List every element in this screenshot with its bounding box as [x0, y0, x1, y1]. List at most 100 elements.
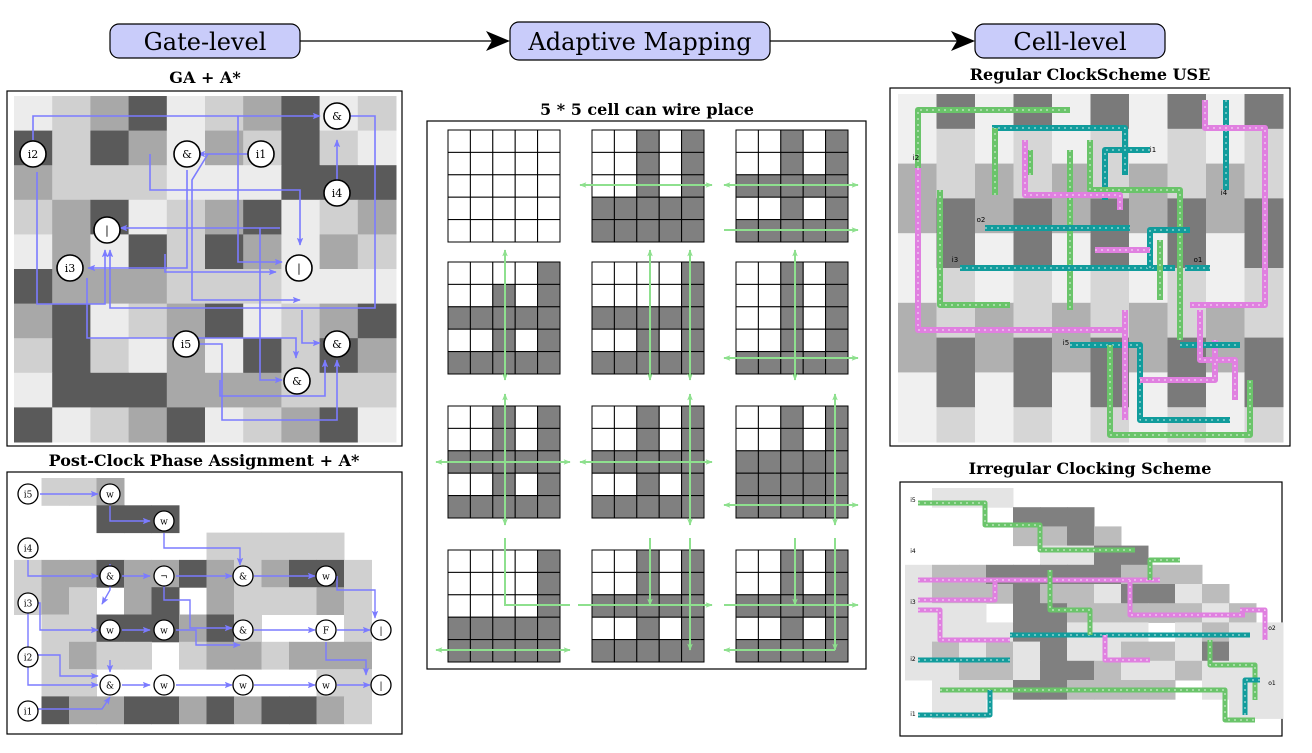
tile-cell [735, 495, 759, 519]
pc-node-circle [232, 619, 254, 641]
clock-zone-cell [905, 641, 933, 662]
clock-zone-cell [975, 337, 1014, 373]
ga-node-circle [19, 140, 47, 168]
clock-zone-cell [166, 96, 206, 132]
pc-node-label: i5 [24, 491, 33, 501]
clock-zone-cell [14, 407, 53, 443]
tile-cell [591, 151, 615, 176]
clock-zone-cell [261, 559, 290, 588]
post-clock-wire [27, 560, 99, 580]
tile-cell [591, 283, 615, 308]
tile-cell [469, 261, 494, 285]
tile-cell [469, 571, 494, 596]
tile-cell [537, 151, 561, 176]
post-clock-panel-title: Post-Clock Phase Assignment + A* [49, 451, 360, 470]
tile-cell [613, 571, 638, 596]
pc-node-and3: & [232, 619, 254, 641]
clock-zone-cell [357, 407, 397, 443]
pc-node-w5: w [153, 619, 175, 641]
tile-cell [658, 129, 683, 153]
clock-zone-cell [243, 269, 282, 305]
tile-cell [825, 151, 849, 176]
clock-zone-cell [932, 660, 960, 681]
clock-zone-cell [1206, 268, 1245, 304]
clock-zone-cell [936, 337, 976, 373]
ga-node-and-bottom: & [283, 367, 311, 395]
tile-cell [681, 196, 705, 221]
clock-zone-cell [1040, 622, 1068, 643]
tile-cell [492, 151, 516, 176]
clock-zone-cell [243, 165, 282, 201]
ga-wire [259, 228, 283, 384]
ga-node-label: | [105, 224, 109, 238]
pc-node-circle [17, 537, 39, 559]
ga-wire [237, 116, 283, 266]
tile-cell [636, 219, 660, 243]
clock-zone-cell [52, 338, 91, 374]
tile-cell [735, 427, 759, 452]
clock-zone-cell [959, 622, 987, 643]
wire-cell-marks [1049, 570, 1091, 635]
ga-wire [87, 170, 188, 272]
tile-cell [780, 549, 804, 573]
clock-zone-cell [124, 505, 152, 534]
tile-cell [658, 639, 683, 663]
stage-label-gate-level: Gate-level [144, 28, 267, 56]
pc-node-w6: w [153, 674, 175, 696]
pc-node-circle [99, 565, 121, 587]
wire-cell-marks [1104, 635, 1150, 661]
tile-cell [636, 328, 660, 353]
clock-zone-cell [1129, 302, 1168, 339]
tile-cell [469, 219, 494, 243]
ga-node-circle [173, 140, 201, 168]
wire-tile-6 [735, 261, 849, 375]
tile-cell [681, 306, 705, 330]
clock-zone-cell [90, 407, 130, 443]
tile-cell [757, 495, 782, 519]
clock-zone-cell [96, 696, 125, 725]
pc-node-label: w [160, 682, 168, 692]
tile-cell [825, 129, 849, 153]
wire-cell-marks [1140, 340, 1216, 381]
ga-node-label: i3 [65, 262, 76, 275]
pc-node-i2: i2 [17, 646, 39, 668]
clock-zone-cell [90, 372, 130, 408]
mapping-panel [426, 120, 867, 670]
clock-zone-cell [41, 478, 70, 506]
clock-zone-cell [1013, 641, 1041, 662]
clock-zone-cell [986, 641, 1014, 662]
tile-cell [735, 405, 759, 429]
pc-node-label: ¬ [160, 573, 168, 583]
clock-zone-cell [166, 269, 206, 305]
ga-node-label: i4 [332, 187, 343, 200]
post-clock-wire [28, 654, 99, 680]
clock-zone-cell [14, 234, 53, 270]
ga-node-circle [323, 330, 351, 358]
tile-cell [780, 405, 804, 429]
tile-cell [613, 196, 638, 221]
pc-node-label: & [106, 573, 114, 583]
ga-node-circle [323, 102, 351, 130]
tile-cell [802, 351, 827, 375]
ga-node-label: | [297, 262, 301, 276]
clock-zone-cell [1094, 526, 1122, 547]
wire-cell-marks [1199, 310, 1236, 400]
tile-cell [447, 306, 471, 330]
tile-cell [825, 405, 849, 429]
pc-node-circle [315, 619, 337, 641]
clock-zone-cell [128, 303, 168, 339]
clock-zone-cell [1148, 641, 1176, 662]
clock-zone-cell [206, 641, 235, 670]
clock-zone-cell [932, 603, 960, 623]
tile-cell [537, 571, 561, 596]
wire-cell-marks [1104, 149, 1150, 200]
clock-zone-cell [52, 96, 91, 132]
clock-zone-cell [69, 559, 97, 588]
tile-cell [613, 219, 638, 243]
tile-cell [802, 427, 827, 452]
pc-node-circle [99, 619, 121, 641]
stage-box-cell-level [974, 23, 1166, 59]
tile-cell [757, 151, 782, 176]
